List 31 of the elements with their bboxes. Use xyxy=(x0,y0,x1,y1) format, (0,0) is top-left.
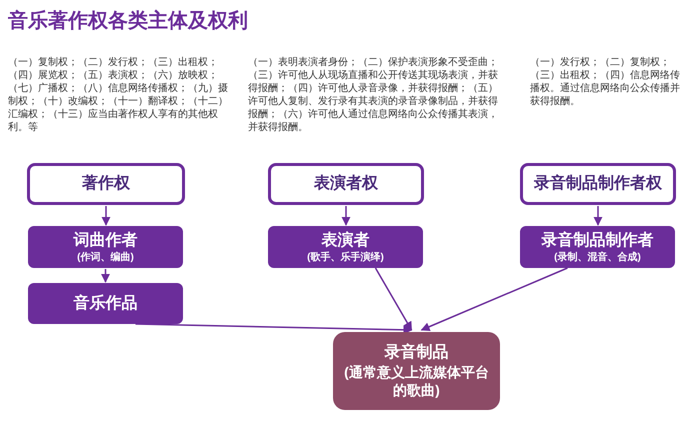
rights-note: （一）表明表演者身份；（二）保护表演形象不受歪曲；（三）许可他人从现场直播和公开传送其现场表演，并获得报酬；（四）许可他人录音录像，并获得报酬；（五）许可他人复制、发行录有其表演的录音录像制品，并获得报酬；（六）许可他人通过信息网络向公众传播其表演，并获得报酬。 xyxy=(248,56,498,134)
node-title: 著作权 xyxy=(82,174,130,194)
node-title: 表演者权 xyxy=(314,174,378,194)
node-subtitle: (作词、编曲) xyxy=(77,250,134,264)
arrow xyxy=(420,267,568,331)
arrow xyxy=(594,206,602,226)
arrow xyxy=(342,206,350,226)
node-subtitle: (歌手、乐手演绎) xyxy=(307,250,384,264)
node-title: 录音制品制作者权 xyxy=(534,174,662,194)
arrow xyxy=(374,268,412,331)
node-subtitle: (通常意义上流媒体平台的歌曲) xyxy=(343,363,490,399)
product-box xyxy=(333,332,500,410)
category-box xyxy=(268,163,424,205)
rights-note: （一）发行权；（二）复制权；（三）出租权；（四）信息网络传播权。通过信息网络向公众传播并获得报酬。 xyxy=(530,56,680,108)
category-box xyxy=(520,163,676,205)
node-title: 录音制品制作者 xyxy=(542,230,654,250)
node-subtitle: (录制、混音、合成) xyxy=(554,250,641,264)
node-title: 词曲作者 xyxy=(74,230,138,250)
subject-box xyxy=(520,226,675,268)
node-title: 音乐作品 xyxy=(74,294,138,314)
node-title: 表演者 xyxy=(322,230,370,250)
subject-box xyxy=(268,226,423,268)
arrow xyxy=(101,269,110,283)
title: 音乐著作权各类主体及权利 xyxy=(8,8,248,34)
rights-note: （一）复制权；（二）发行权；（三）出租权；（四）展览权；（五）表演权；（六）放映权；（七）广播权；（八）信息网络传播权；（九）摄制权；（十）改编权；（十一）翻译权；（十二）汇编权；（十三）应当由著作权人享有的其他权利。等 xyxy=(8,56,229,134)
arrow xyxy=(102,206,110,226)
arrow xyxy=(135,323,412,334)
subject-box xyxy=(28,283,183,324)
category-box xyxy=(27,163,185,205)
node-title: 录音制品 xyxy=(384,343,448,363)
subject-box xyxy=(28,226,183,268)
